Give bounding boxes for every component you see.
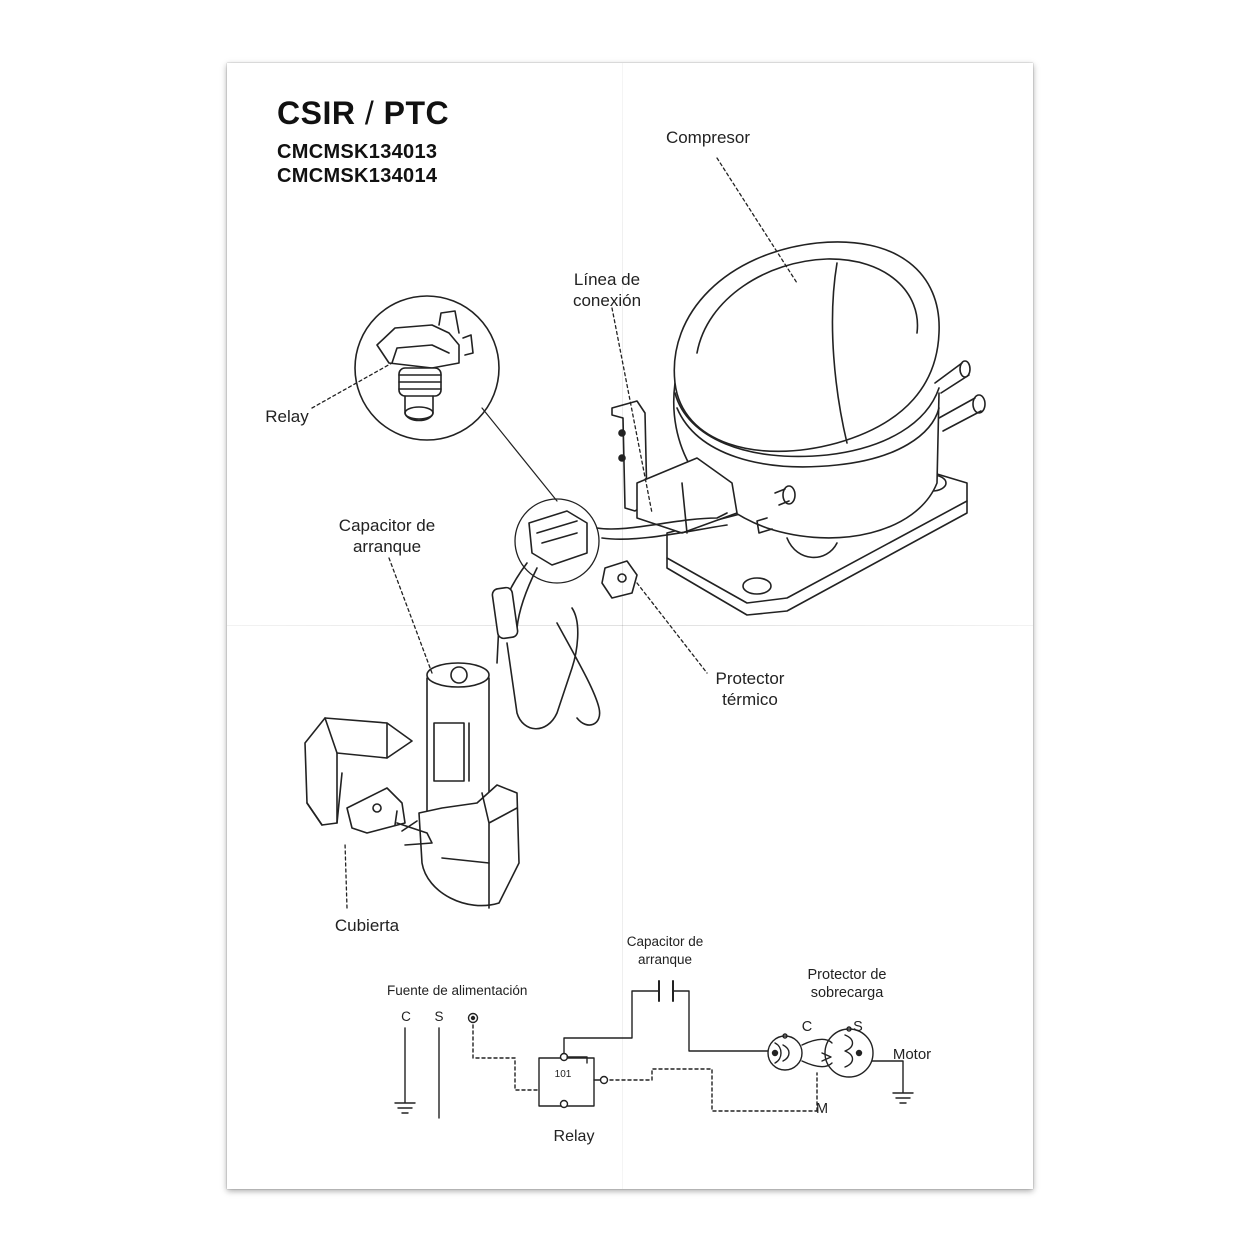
power-terminal [467, 1012, 479, 1024]
label-start-capacitor-2: arranque [352, 537, 422, 556]
leader-compressor [716, 157, 798, 284]
schematic-overload: Protector de sobrecarga [787, 966, 907, 1002]
title-alt: PTC [383, 95, 450, 131]
title-separator: / [364, 95, 375, 131]
schematic-terminal-m: M [815, 1101, 829, 1117]
schematic-power-source: Fuente de alimentación [387, 983, 528, 998]
label-relay: Relay [265, 407, 309, 426]
page-title: CSIR / PTC [277, 95, 449, 132]
capacitor-drawing [418, 562, 601, 909]
schematic-relay: Relay [553, 1128, 595, 1145]
label-cover: Cubierta [334, 916, 400, 935]
model-number-1: CMCMSK134013 [277, 141, 438, 163]
label-compressor: Compresor [665, 128, 751, 147]
schematic-motor-s: S [853, 1019, 863, 1035]
cover-drawing [304, 717, 433, 846]
wiring-schematic [394, 980, 914, 1119]
leader-connection-line [611, 307, 653, 514]
leader-cover [344, 842, 348, 909]
instruction-sheet: CSIR / PTC CMCMSK134013 CMCMSK134014 [227, 63, 1033, 1189]
relay-detail-drawing [354, 295, 558, 502]
label-connection-line: Línea de conexión [557, 269, 657, 311]
label-thermal-protector-2: térmico [722, 690, 778, 709]
label-connection-line-2: conexión [572, 291, 642, 310]
title-main: CSIR [277, 95, 356, 131]
label-thermal-protector-1: Protector [715, 669, 785, 688]
leader-lines [311, 157, 798, 909]
label-thermal-protector: Protector térmico [695, 668, 805, 710]
leader-capacitor [388, 557, 433, 674]
schematic-terminal-s: S [434, 1009, 444, 1024]
schematic-motor-c: C [801, 1019, 813, 1035]
label-start-capacitor: Capacitor de arranque [322, 515, 452, 557]
schematic-motor: Motor [892, 1046, 932, 1063]
schematic-capacitor-2: arranque [637, 952, 693, 967]
leader-relay [311, 362, 393, 409]
model-number-2: CMCMSK134014 [277, 165, 438, 187]
label-connection-line-1: Línea de [573, 270, 641, 289]
ground-c [394, 1027, 416, 1114]
schematic-overload-2: sobrecarga [810, 985, 884, 1001]
schematic-relay-mark: 101 [554, 1069, 572, 1080]
compressor-drawing [514, 241, 986, 616]
schematic-capacitor: Capacitor de arranque [605, 933, 725, 969]
assembly-illustration [304, 157, 986, 1119]
schematic-terminal-c: C [401, 1009, 411, 1024]
schematic-capacitor-1: Capacitor de [626, 934, 704, 949]
label-start-capacitor-1: Capacitor de [338, 516, 436, 535]
schematic-overload-1: Protector de [807, 967, 887, 983]
leader-protector [636, 582, 708, 674]
